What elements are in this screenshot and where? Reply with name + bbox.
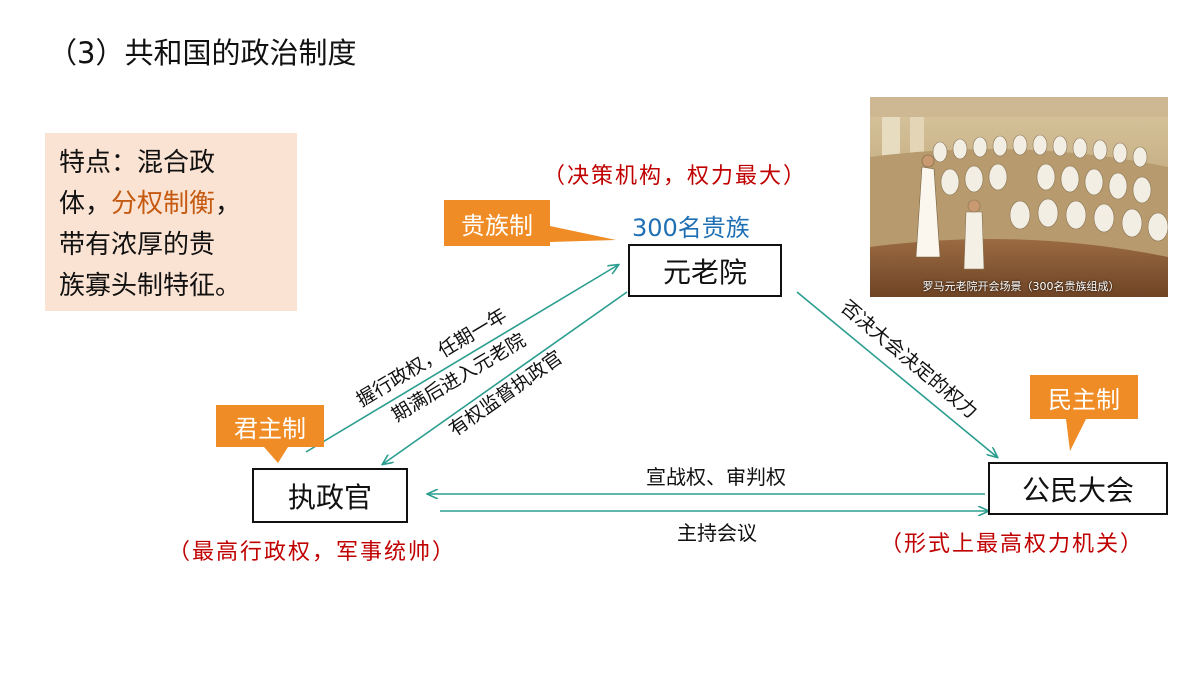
senate-role: （决策机构，权力最大） [543,164,808,189]
arrow-senate-to-assembly [796,291,997,457]
aristocracy-tag: 贵族制 [461,211,533,240]
feature-line-2-pre: 体， [59,189,112,219]
feature-line-2-post: ， [215,189,242,219]
feature-line-2: 体，分权制衡， [59,184,297,225]
aristocracy-callout-shape [444,200,616,246]
edge-label-assembly-consul: 宣战权、审判权 [646,465,786,489]
assembly-label: 公民大会 [1021,473,1134,507]
feature-box: 特点：混合政 体，分权制衡， 带有浓厚的贵 族寡头制特征。 [45,133,297,311]
edge-label-consul-assembly: 主持会议 [677,521,757,545]
democracy-callout-shape [1030,375,1138,451]
page-title: （3）共和国的政治制度 [48,36,357,70]
monarchy-callout-shape [216,405,324,463]
senate-size: 300名贵族 [632,214,750,242]
feature-line-4: 族寡头制特征。 [59,271,242,301]
arrow-senate-to-consul [383,291,628,464]
feature-line-3: 带有浓厚的贵 [59,230,216,260]
senate-label: 元老院 [662,255,747,289]
senate-node: 元老院 [628,244,782,297]
assembly-node: 公民大会 [988,462,1168,515]
senate-painting-image [870,97,1168,297]
senate-photo [870,97,1168,297]
monarchy-tag: 君主制 [234,414,306,443]
assembly-role: （形式上最高权力机关） [880,532,1145,557]
democracy-tag: 民主制 [1048,385,1120,414]
consul-label: 执政官 [287,480,372,514]
photo-caption: 罗马元老院开会场景（300名贵族组成） [922,280,1120,293]
consul-node: 执政官 [252,468,408,523]
feature-highlight: 分权制衡 [111,189,216,219]
consul-role: （最高行政权，军事统帅） [168,540,457,565]
feature-line-1: 特点：混合政 [59,148,216,178]
arrow-consul-to-senate [305,265,618,453]
